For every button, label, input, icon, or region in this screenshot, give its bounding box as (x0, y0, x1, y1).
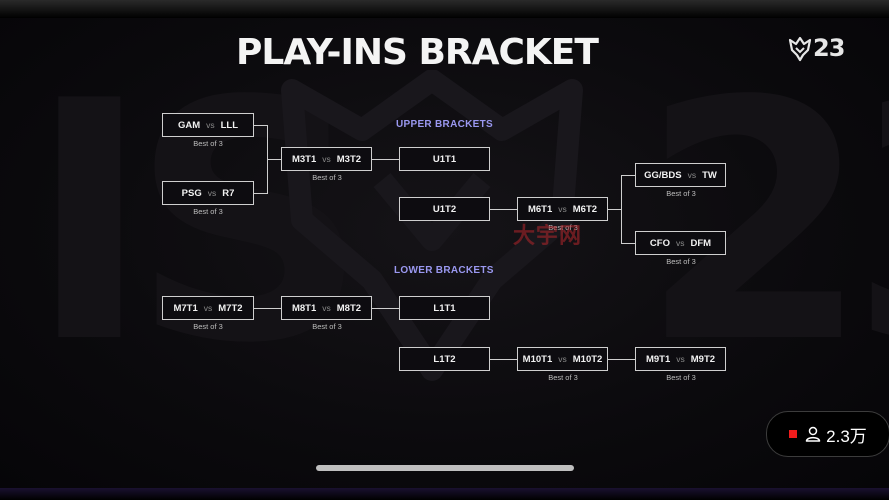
match-m8: M8T1 vs M8T2 (281, 296, 372, 320)
viewer-count: 2.3万 (826, 426, 867, 446)
connector (608, 209, 622, 210)
connector (490, 209, 517, 210)
team-1: M3T1 (291, 153, 317, 165)
vs-label: vs (322, 303, 331, 313)
vs-label: vs (675, 238, 685, 248)
team-1: M9T1 (645, 353, 671, 365)
match-gam-vs-lll: GAM vs LLL (162, 113, 254, 137)
best-of-label: Best of 3 (666, 373, 696, 382)
connector (621, 175, 622, 244)
vs-label: vs (206, 120, 215, 130)
connector (267, 159, 281, 160)
team-1: M10T1 (522, 353, 553, 365)
slot-l1t1: L1T1 (399, 296, 490, 320)
top-edge (0, 0, 889, 18)
home-indicator[interactable] (316, 465, 574, 471)
slot-u1t1: U1T1 (399, 147, 490, 171)
match-m3: M3T1 vs M3T2 (281, 147, 372, 171)
team-2: M6T2 (572, 203, 598, 215)
team-2: R7 (222, 187, 235, 199)
match-gg-vs-tw: GG/BDS vs TW (635, 163, 726, 187)
match-m6: M6T1 vs M6T2 (517, 197, 608, 221)
slot-l1t2: L1T2 (399, 347, 490, 371)
connector (621, 243, 635, 244)
team-1: GG/BDS (644, 169, 682, 181)
connector (608, 359, 635, 360)
worlds-logo-icon (788, 36, 812, 62)
vs-label: vs (322, 154, 331, 164)
best-of-label: Best of 3 (666, 257, 696, 266)
match-m7: M7T1 vs M7T2 (162, 296, 254, 320)
best-of-label: Best of 3 (193, 322, 223, 331)
viewer-count-pill[interactable]: 2.3万 (766, 411, 889, 457)
team-2: M7T2 (218, 302, 243, 314)
match-m10: M10T1 vs M10T2 (517, 347, 608, 371)
best-of-label: Best of 3 (193, 207, 223, 216)
team-1: PSG (181, 187, 202, 199)
match-psg-vs-r7: PSG vs R7 (162, 181, 254, 205)
vs-label: vs (558, 204, 567, 214)
page-title: PLAY-INS BRACKET (236, 32, 599, 73)
best-of-label: Best of 3 (193, 139, 223, 148)
best-of-label: Best of 3 (548, 373, 578, 382)
connector (490, 359, 517, 360)
connector (372, 159, 399, 160)
best-of-label: Best of 3 (548, 223, 578, 232)
team-2: M8T2 (336, 302, 362, 314)
connector (254, 308, 281, 309)
team-2: M9T2 (690, 353, 716, 365)
worlds-logo: 23 (787, 34, 845, 66)
slot-u1t2: U1T2 (399, 197, 490, 221)
vs-label: vs (676, 354, 685, 364)
team-2: DFM (690, 237, 712, 249)
team-1: M6T1 (527, 203, 553, 215)
best-of-label: Best of 3 (312, 173, 342, 182)
vs-label: vs (558, 354, 567, 364)
match-cfo-vs-dfm: CFO vs DFM (635, 231, 726, 255)
team-2: M3T2 (336, 153, 362, 165)
person-icon (805, 426, 821, 442)
bracket-panel: IS 23 PLAY-INS BRACKET 23 UPPER BRACKETS… (0, 18, 889, 488)
site-watermark: 大宇网 (513, 223, 583, 248)
upper-brackets-label: UPPER BRACKETS (396, 119, 493, 130)
connector (372, 308, 399, 309)
vs-label: vs (207, 188, 217, 198)
vs-label: vs (203, 303, 213, 313)
connector (254, 193, 268, 194)
background-letters-right: 23 (640, 31, 889, 415)
team-1: M8T1 (291, 302, 317, 314)
team-2: LLL (220, 119, 239, 131)
team-2: M10T2 (572, 353, 603, 365)
match-m9: M9T1 vs M9T2 (635, 347, 726, 371)
vs-label: vs (687, 170, 697, 180)
team-1: CFO (649, 237, 670, 249)
team-1: M7T1 (173, 302, 198, 314)
best-of-label: Best of 3 (312, 322, 342, 331)
team-1: GAM (177, 119, 201, 131)
best-of-label: Best of 3 (666, 189, 696, 198)
connector (621, 175, 635, 176)
team-2: TW (702, 169, 717, 181)
bottom-edge (0, 488, 889, 500)
connector (254, 125, 268, 126)
logo-year: 23 (813, 34, 845, 62)
lower-brackets-label: LOWER BRACKETS (394, 265, 494, 276)
live-dot-icon (789, 430, 798, 438)
